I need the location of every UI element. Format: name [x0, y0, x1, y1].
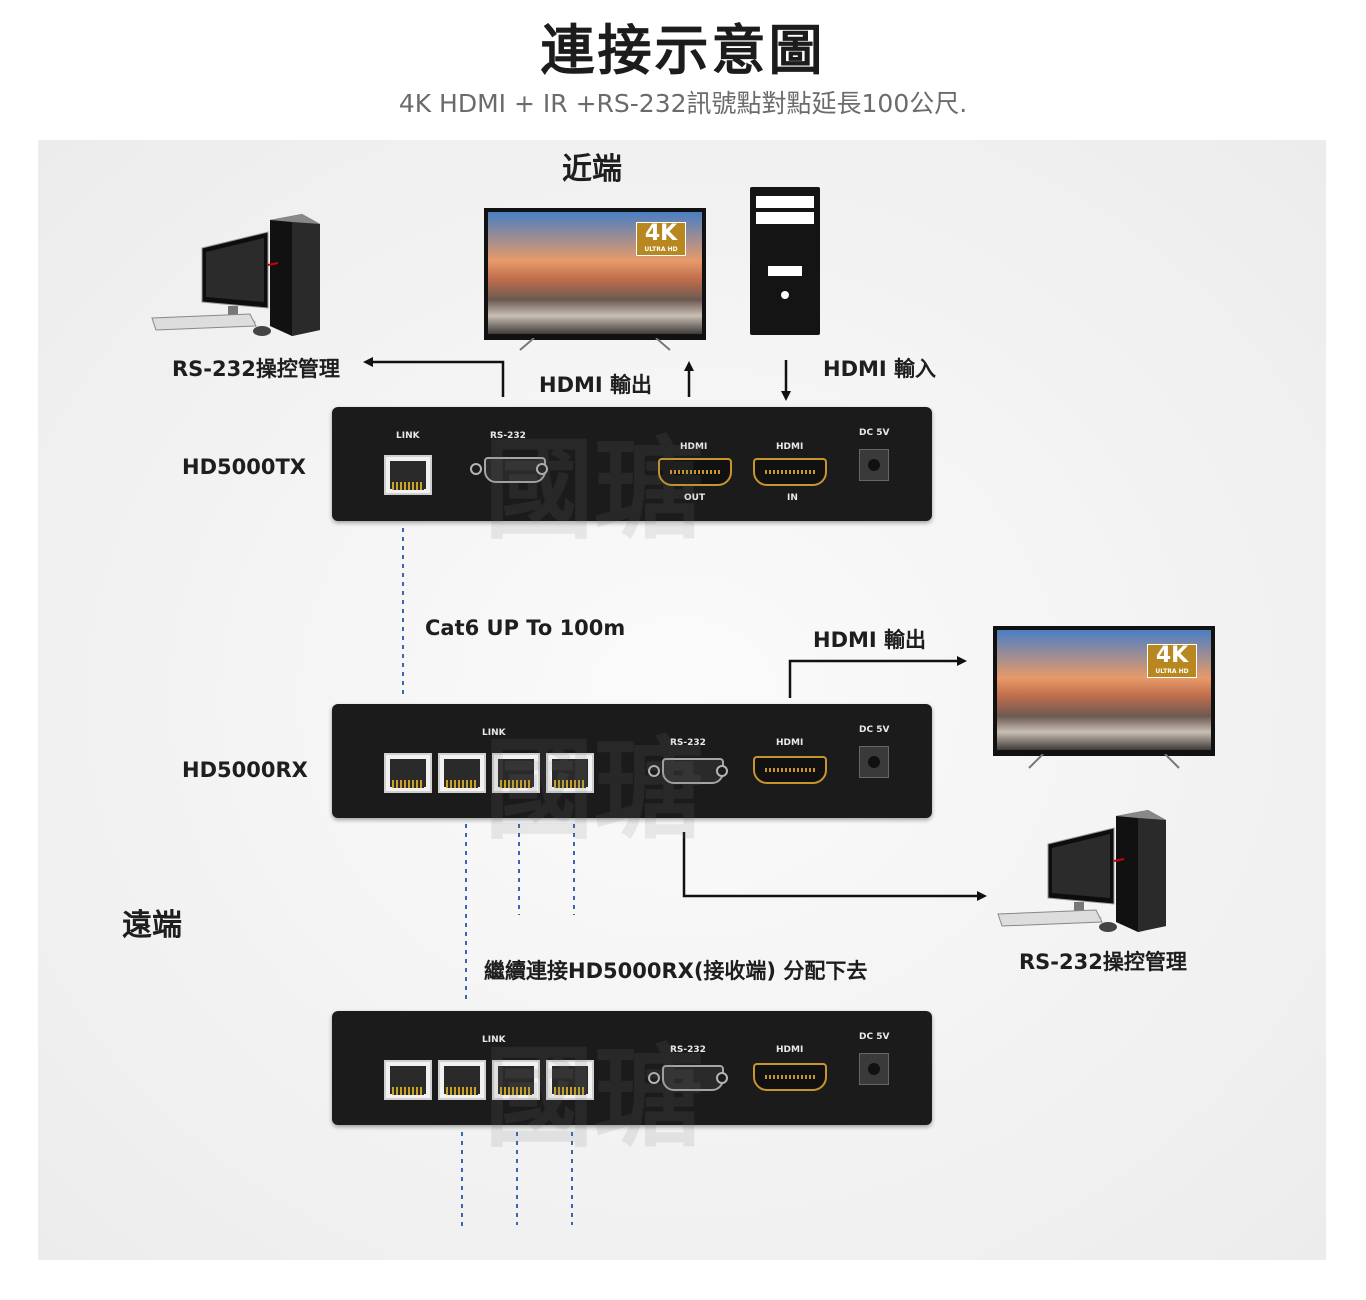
tx-hdmi-out-top-label: HDMI	[680, 442, 708, 452]
cat6-label: Cat6 UP To 100m	[425, 616, 626, 640]
rx2-link-port-4	[546, 1060, 594, 1100]
rx2-hdmi-port	[753, 1063, 827, 1091]
rx2-rs232-screw-left	[648, 1072, 660, 1084]
rx2-dc-label: DC 5V	[859, 1032, 890, 1042]
rx-dc-label: DC 5V	[859, 725, 890, 735]
rx2-rs232-screw-right	[716, 1072, 728, 1084]
rx-link-label: LINK	[482, 728, 506, 738]
tx-model-label: HD5000TX	[182, 455, 306, 479]
rx-link-port-2	[438, 753, 486, 793]
far-end-label: 遠端	[122, 908, 182, 943]
hdmi-in-label-tx: HDMI 輸入	[823, 357, 937, 381]
tx-rs232-label: RS-232	[490, 431, 526, 441]
rx-link-port-1	[384, 753, 432, 793]
near-pc-tower-image	[750, 187, 820, 335]
tx-rs232-port	[484, 457, 546, 483]
tx-rs232-screw-left	[470, 463, 482, 475]
rx2-link-port-1	[384, 1060, 432, 1100]
rx-rs232-line	[682, 832, 987, 901]
hd5000rx-cascade-device: LINK RS-232 HDMI DC 5V	[332, 1011, 932, 1125]
rs232-control-label-rx: RS-232操控管理	[1019, 950, 1187, 974]
near-tv-4k-badge: 4K ULTRA HD	[636, 222, 686, 256]
near-end-label: 近端	[562, 152, 622, 187]
rx-rs232-screw-right	[716, 765, 728, 777]
page-title: 連接示意圖	[540, 19, 826, 82]
tx-rs232-screw-right	[536, 463, 548, 475]
rx-model-label: HD5000RX	[182, 758, 308, 782]
tx-link-port	[384, 455, 432, 495]
hd5000rx-device: LINK RS-232 HDMI DC 5V	[332, 704, 932, 818]
far-desktop-computer-image	[996, 806, 1200, 936]
rx-link-port-3	[492, 753, 540, 793]
tx-link-label: LINK	[396, 431, 420, 441]
hdmi-out-label-tx: HDMI 輸出	[539, 373, 653, 397]
rx-hdmi-label: HDMI	[776, 738, 804, 748]
rx2-rs232-port	[662, 1065, 724, 1091]
rx2-link-port-3	[492, 1060, 540, 1100]
tx-hdmi-out-port	[658, 458, 732, 486]
rx2-hdmi-label: HDMI	[776, 1045, 804, 1055]
rx-hdmi-port	[753, 756, 827, 784]
watermark-tx: 國瑭	[484, 425, 704, 554]
rx2-link-port-2	[438, 1060, 486, 1100]
cascade-label: 繼續連接HD5000RX(接收端) 分配下去	[484, 959, 868, 983]
rx-dc-port	[859, 746, 889, 778]
hd5000tx-device: LINK RS-232 HDMI OUT HDMI IN DC 5V	[332, 407, 932, 521]
rx2-rs232-label: RS-232	[670, 1045, 706, 1055]
tx-rs232-line	[363, 357, 505, 397]
tx-hdmi-out-label: OUT	[684, 493, 706, 503]
rx-link-port-4	[546, 753, 594, 793]
rs232-control-label-tx: RS-232操控管理	[172, 357, 340, 381]
tx-dc-port	[859, 449, 889, 481]
tx-dc-label: DC 5V	[859, 428, 890, 438]
rx-rs232-label: RS-232	[670, 738, 706, 748]
tx-hdmi-in-port	[753, 458, 827, 486]
rx-hdmi-out-line	[788, 656, 967, 698]
near-desktop-computer-image	[150, 210, 354, 340]
hdmi-out-label-rx: HDMI 輸出	[813, 628, 927, 652]
rx-rs232-screw-left	[648, 765, 660, 777]
watermark-rx: 國瑭	[484, 725, 704, 854]
rx2-dc-port	[859, 1053, 889, 1085]
rx-rs232-port	[662, 758, 724, 784]
far-tv-4k-badge: 4K ULTRA HD	[1147, 644, 1197, 678]
near-tv-image: 4K ULTRA HD	[484, 208, 706, 351]
tx-hdmi-in-top-label: HDMI	[776, 442, 804, 452]
tx-hdmi-in-label: IN	[787, 493, 798, 503]
page-subtitle: 4K HDMI + IR +RS-232訊號點對點延長100公尺.	[398, 89, 968, 118]
rx2-link-label: LINK	[482, 1035, 506, 1045]
watermark-rx2: 國瑭	[484, 1033, 704, 1162]
far-tv-image: 4K ULTRA HD	[993, 626, 1215, 770]
